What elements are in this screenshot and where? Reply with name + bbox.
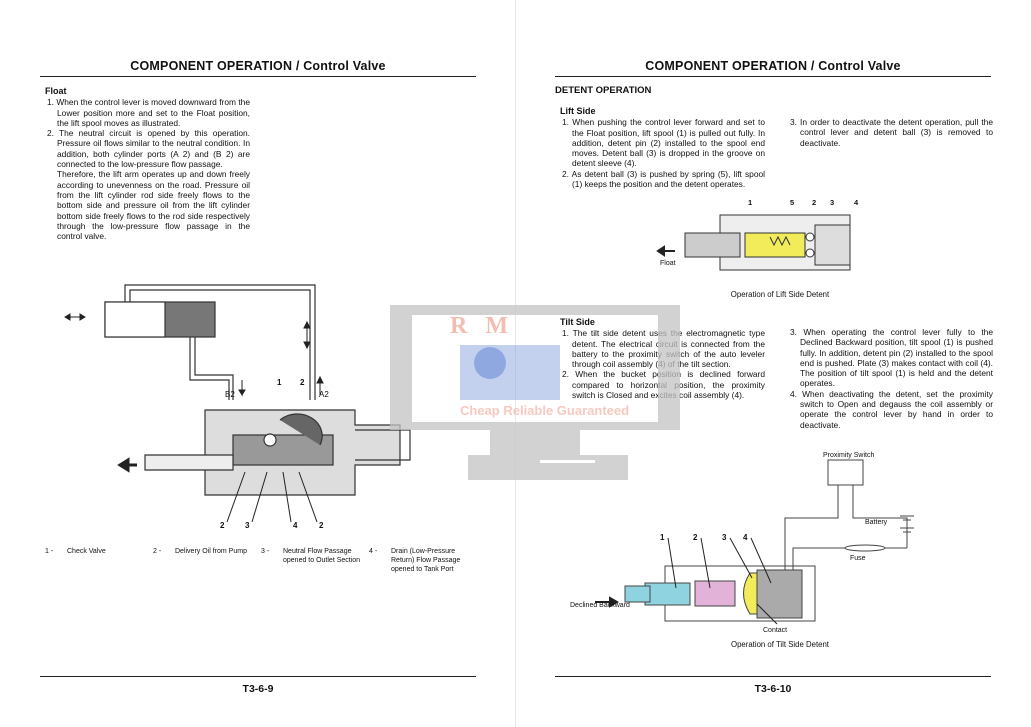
battery-label: Battery	[865, 519, 888, 526]
callout-5: 5	[790, 198, 794, 207]
double-arrow-icon	[64, 313, 86, 321]
header-rule	[40, 76, 476, 77]
updown-arrow-icon	[303, 320, 311, 350]
header-rule	[555, 76, 991, 77]
tilt-side-text: Tilt Side 1. The tilt side detent uses t…	[560, 317, 765, 400]
figure-caption: Operation of Lift Side Detent	[730, 290, 830, 299]
list-item: 2. As detent ball (3) is pushed by sprin…	[562, 168, 765, 190]
float-valve-diagram: B2 A2 1 2 2 3 4 2	[64, 284, 411, 530]
callout-3: 3	[830, 198, 834, 207]
list-item: 4. When deactivating the detent, set the…	[790, 388, 993, 430]
list-item: 3. When operating the control lever full…	[790, 327, 993, 389]
section-title: DETENT OPERATION	[555, 85, 652, 96]
proximity-switch-label: Proximity Switch	[823, 452, 874, 459]
list-item: 1. The tilt side detent uses the electro…	[562, 328, 765, 370]
legend-item: 2 -Delivery Oil from Pump	[153, 548, 247, 555]
contact-label: Contact	[763, 627, 787, 634]
callout-1: 1	[748, 198, 752, 207]
float-section: Float 1. When the control lever is moved…	[45, 86, 250, 241]
lift-side-text-right: 3. In order to deactivate the detent ope…	[788, 117, 993, 148]
callout-1: 1	[277, 378, 282, 387]
callout-2: 2	[220, 521, 225, 530]
tilt-detent-diagram: Proximity Switch Battery Fuse Contact De…	[570, 452, 914, 634]
list-item: 2. When the bucket position is declined …	[562, 369, 765, 401]
list-item: 1. When pushing the control lever forwar…	[562, 117, 765, 169]
subsection-title: Tilt Side	[560, 317, 595, 327]
footer-rule	[40, 676, 476, 677]
tilt-side-text-right: 3. When operating the control lever full…	[788, 327, 993, 430]
float-label: Float	[660, 260, 676, 267]
figure-legend: 1 -Check Valve 2 -Delivery Oil from Pump…	[45, 547, 475, 574]
callout-2: 2	[812, 198, 816, 207]
list-item: 2. The neutral circuit is opened by this…	[47, 128, 250, 170]
fuse-label: Fuse	[850, 555, 866, 562]
callout-4: 4	[854, 198, 859, 207]
page-number: T3-6-10	[754, 683, 792, 695]
down-arrow-icon	[238, 380, 246, 397]
section-title: Float	[45, 86, 67, 96]
lift-side-text: Lift Side 1. When pushing the control le…	[560, 106, 765, 189]
page-gutter	[515, 0, 516, 727]
callout-2: 2	[693, 533, 698, 542]
watermark-tagline: Cheap Reliable Guaranteed	[460, 403, 630, 418]
left-page-header: COMPONENT OPERATION / Control Valve	[130, 59, 386, 73]
arrow-left-icon	[117, 457, 137, 473]
list-item: 3. In order to deactivate the detent ope…	[790, 117, 993, 148]
callout-2: 2	[319, 521, 324, 530]
arrow-left-icon	[656, 245, 675, 257]
right-page-header: COMPONENT OPERATION / Control Valve	[645, 59, 901, 73]
arrow-right-icon	[595, 596, 620, 608]
legend-item: 3 -Neutral Flow Passage opened to Outlet…	[261, 548, 361, 564]
list-item: 1. When the control lever is moved downw…	[47, 97, 250, 128]
callout-1: 1	[660, 533, 665, 542]
label-a2: A2	[319, 390, 329, 399]
declined-backward-label: Declined Backward	[570, 602, 630, 609]
subsection-title: Lift Side	[560, 106, 596, 116]
up-arrow-icon	[316, 375, 324, 395]
legend-item: 4 -Drain (Low-Pressure Return) Flow Pass…	[369, 548, 461, 573]
callout-4: 4	[743, 533, 748, 542]
watermark-logo: R M	[450, 313, 514, 339]
legend-item: 1 -Check Valve	[45, 548, 106, 555]
callout-4: 4	[293, 521, 298, 530]
callout-2: 2	[300, 378, 305, 387]
callout-3: 3	[245, 521, 250, 530]
page-number: T3-6-9	[242, 683, 274, 695]
callout-3: 3	[722, 533, 727, 542]
figure-caption: Operation of Tilt Side Detent	[731, 640, 829, 649]
label-b2: B2	[225, 390, 235, 399]
paragraph: Therefore, the lift arm operates up and …	[57, 169, 250, 242]
footer-rule	[555, 676, 991, 677]
lift-detent-diagram: 1 5 2 3 4 Float	[656, 198, 859, 271]
